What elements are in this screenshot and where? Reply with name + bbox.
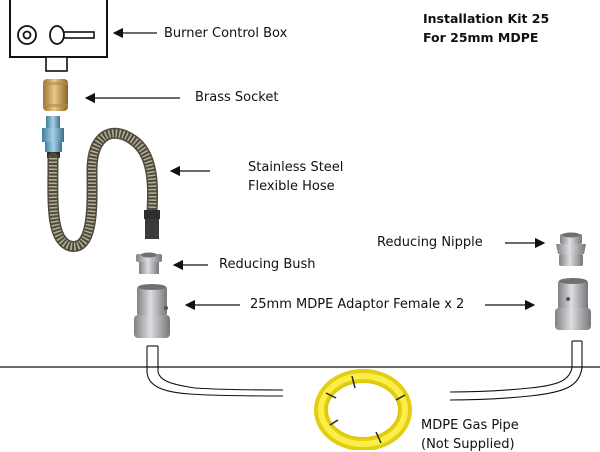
label-reducing-bush: Reducing Bush (219, 257, 316, 272)
burner-control-box-icon (9, 0, 108, 72)
label-reducing-nipple: Reducing Nipple (377, 235, 483, 250)
pipe-run-right (449, 340, 583, 401)
label-burner-control-box: Burner Control Box (164, 26, 288, 41)
brass-socket-icon (43, 79, 68, 111)
kit-title-line2: For 25mm MDPE (423, 30, 539, 45)
reducing-nipple-icon (556, 232, 586, 266)
adaptor-left-icon (134, 284, 170, 338)
label-gas-pipe-line1: MDPE Gas Pipe (421, 418, 519, 433)
flexible-hose-icon (42, 116, 160, 252)
reducing-bush-icon (136, 252, 162, 274)
label-hose-line1: Stainless Steel (248, 160, 344, 175)
label-gas-pipe-line2: (Not Supplied) (421, 437, 515, 452)
pipe-run-left (146, 345, 284, 397)
kit-title: Installation Kit 25 For 25mm MDPE (423, 9, 549, 47)
kit-title-line1: Installation Kit 25 (423, 11, 550, 26)
label-brass-socket: Brass Socket (195, 90, 279, 105)
label-hose-line2: Flexible Hose (248, 179, 335, 194)
label-adaptor: 25mm MDPE Adaptor Female x 2 (250, 297, 465, 312)
adaptor-right-icon (555, 278, 591, 330)
gas-pipe-coil-icon (314, 369, 412, 450)
